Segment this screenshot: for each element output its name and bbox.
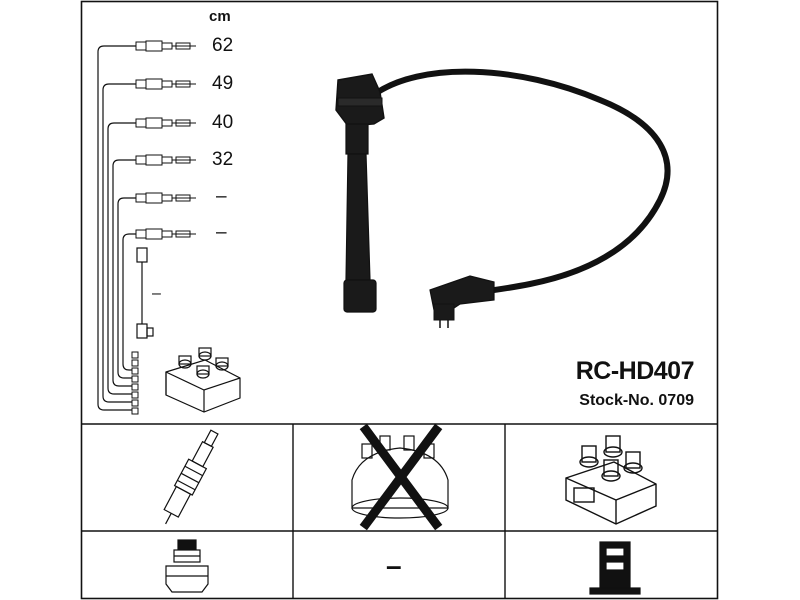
product-model: RC-HD407 — [575, 357, 695, 385]
cable-length-3: 40 — [212, 112, 234, 133]
not-applicable-cross-icon — [359, 423, 443, 531]
stock-number: Stock-No. 0709 — [579, 392, 694, 409]
coil-lead-length: – — [152, 285, 161, 302]
cable-length-2: 49 — [212, 73, 234, 94]
cable-length-4: 32 — [212, 149, 234, 170]
cable-length-5: – — [216, 186, 227, 207]
plug-terminal-icon — [165, 539, 209, 593]
distributor-cap-icon — [351, 435, 449, 519]
coil-terminal-dash: – — [386, 550, 402, 581]
ignition-coil-icon — [565, 435, 657, 525]
cable-length-1: 62 — [212, 35, 234, 56]
coil-terminal-icon — [589, 541, 641, 595]
cable-length-6: – — [216, 222, 227, 243]
unit-label: cm — [209, 8, 231, 25]
spark-plug-icon — [163, 429, 219, 525]
outer-frame — [80, 0, 719, 600]
cable-set-diagram-icon — [97, 40, 241, 415]
ignition-cable-image — [335, 68, 671, 328]
